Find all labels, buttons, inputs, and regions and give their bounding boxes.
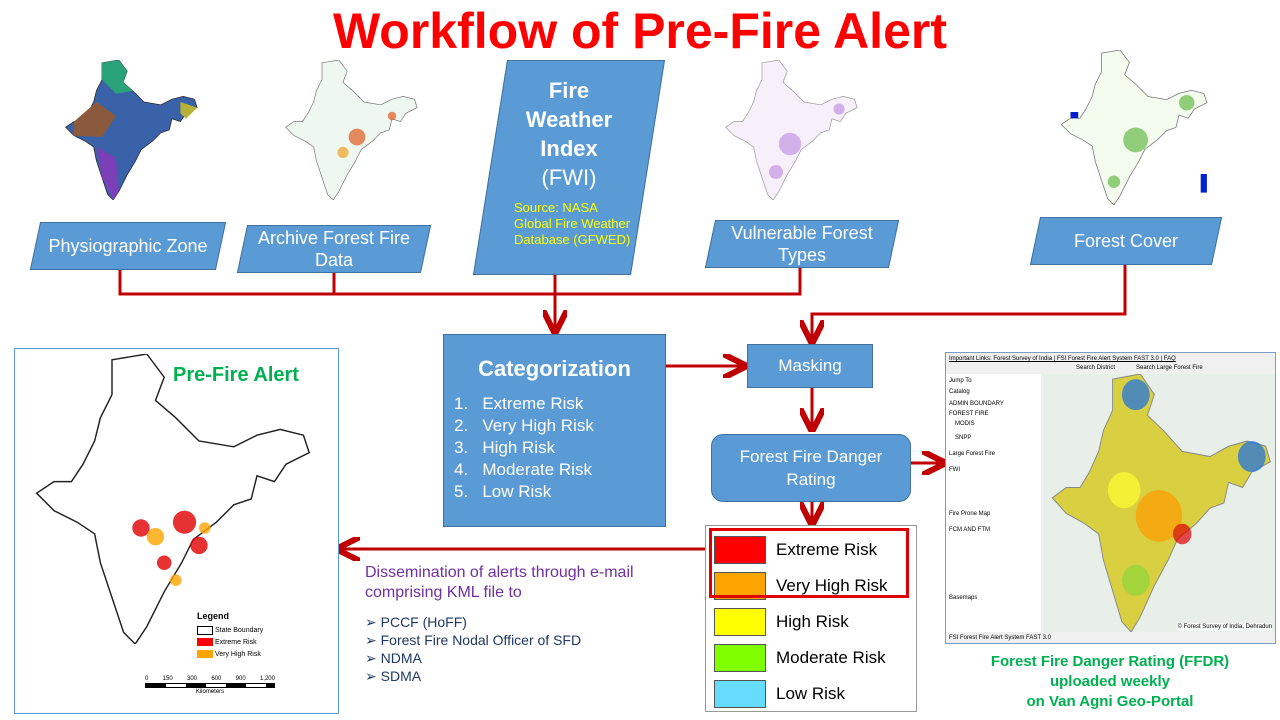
fwi-title: Fire [548, 78, 590, 103]
recipient-list: ➢ PCCF (HoFF) ➢ Forest Fire Nodal Office… [365, 613, 581, 685]
fwi-title: Weather [525, 107, 613, 132]
masking-box: Masking [747, 344, 873, 388]
layer-item[interactable]: FWI [949, 467, 960, 473]
scale-tick: 1,200 [259, 676, 275, 682]
recipient-item: ➢ SDMA [365, 668, 422, 684]
input-label: Archive Forest Fire Data [257, 228, 411, 270]
forest-cover-box: Forest Cover [1029, 217, 1223, 265]
legend-moderate: Moderate Risk [714, 644, 910, 672]
fwi-box: Fire Weather Index (FWI) Source: NASA Gl… [472, 60, 666, 275]
recipient-item: ➢ PCCF (HoFF) [365, 614, 467, 630]
portal-status: FSI Forest Fire Alert System FAST 3.0 [949, 635, 1051, 641]
recipient-label: PCCF (HoFF) [380, 614, 467, 630]
search-district-button[interactable]: Search District [1076, 365, 1116, 371]
layer-item[interactable]: Fire Prone Map [949, 511, 991, 517]
scale-tick: 0 [145, 676, 149, 682]
layer-item[interactable]: FCM AND FTM [949, 527, 990, 533]
physiographic-zone-box: Physiographic Zone [29, 222, 227, 270]
caption-line: uploaded weekly [1049, 673, 1171, 690]
recipient-item: ➢ Forest Fire Nodal Officer of SFD [365, 632, 582, 648]
legend-extreme: Extreme Risk [714, 536, 910, 564]
portal-copyright: © Forest Survey of India, Dehradun [1177, 623, 1272, 631]
legend-label: Very High Risk [214, 651, 261, 658]
archive-fire-data-box: Archive Forest Fire Data [236, 225, 432, 273]
fwi-source: Database (GFWED) [514, 232, 631, 247]
risk-legend: Extreme Risk Very High Risk High Risk Mo… [705, 525, 917, 712]
legend-label: Low Risk [776, 684, 845, 703]
layer-item[interactable]: FOREST FIRE [949, 411, 989, 417]
map-legend-item: State Boundary [197, 625, 263, 637]
prefire-alert-panel: Pre-Fire Alert Legend State Boundary Ext… [14, 348, 339, 714]
geoportal-screenshot: Important Links: Forest Survey of India … [945, 352, 1276, 644]
fwi-abbr: (FWI) [541, 165, 597, 190]
category-item: 2. Very High Risk [454, 416, 594, 435]
legend-low: Low Risk [714, 680, 910, 708]
legend-label: Extreme Risk [214, 639, 257, 646]
vulnerable-forest-map [724, 60, 858, 200]
archive-fire-map [284, 60, 418, 200]
recipient-label: Forest Fire Nodal Officer of SFD [380, 632, 582, 648]
legend-high: High Risk [714, 608, 910, 636]
category-item: 3. High Risk [454, 438, 556, 457]
recipient-item: ➢ NDMA [365, 650, 422, 666]
dissemination-text: comprising KML file to [365, 584, 522, 601]
recipient-label: NDMA [380, 650, 422, 666]
highlight-border [709, 528, 909, 598]
portal-map [1043, 374, 1275, 632]
category-item: 4. Moderate Risk [454, 460, 592, 479]
input-label: Vulnerable Forest Types [731, 223, 873, 265]
map-legend-title: Legend [197, 611, 230, 621]
fwi-title: Index [540, 136, 598, 161]
fwi-source: Source: NASA [514, 200, 598, 215]
caption-line: on Van Agni Geo-Portal [1026, 693, 1194, 710]
prefire-map [35, 354, 311, 644]
scale-unit: Kilometers [195, 689, 225, 695]
forest-cover-map [1060, 50, 1208, 205]
physiographic-zone-map [64, 60, 198, 200]
categorization-title: Categorization [478, 356, 631, 381]
category-item: 5. Low Risk [454, 482, 552, 501]
legend-label: Very High Risk [776, 576, 888, 595]
masking-label: Masking [778, 356, 842, 375]
map-legend-item: Extreme Risk [197, 637, 263, 649]
scale-tick: 150 [162, 676, 173, 682]
scale-tick: 300 [186, 676, 197, 682]
ffdr-box: Forest Fire Danger Rating [711, 434, 911, 502]
ffdr-label: Forest Fire Danger Rating [739, 447, 883, 489]
page-title: Workflow of Pre-Fire Alert [333, 3, 947, 59]
recipient-label: SDMA [380, 668, 422, 684]
portal-sidebar: Jump To Catalog ADMIN BOUNDARY FOREST FI… [946, 374, 1041, 632]
caption-line: Forest Fire Danger Rating (FFDR) [990, 653, 1230, 670]
legend-label: Extreme Risk [776, 540, 878, 559]
fwi-source: Global Fire Weather [514, 216, 631, 231]
layer-item[interactable]: MODIS [955, 421, 975, 427]
dissemination-text: Dissemination of alerts through e-mail [365, 564, 634, 581]
categorization-box: Categorization 1. Extreme Risk 2. Very H… [443, 334, 666, 527]
search-fire-button[interactable]: Search Large Forest Fire [1136, 365, 1203, 371]
input-label: Physiographic Zone [48, 236, 208, 256]
layer-item[interactable]: Large Forest Fire [949, 451, 996, 457]
scale-tick: 600 [211, 676, 222, 682]
map-legend-item: Very High Risk [197, 649, 263, 661]
legend-label: State Boundary [214, 627, 264, 634]
layer-item[interactable]: SNPP [955, 435, 972, 441]
portal-links: Important Links: Forest Survey of India … [949, 356, 1176, 362]
category-item: 1. Extreme Risk [454, 394, 584, 413]
scale-tick: 900 [235, 676, 246, 682]
input-label: Forest Cover [1073, 231, 1179, 251]
legend-label: High Risk [776, 612, 849, 631]
catalog-tab[interactable]: Catalog [949, 389, 970, 395]
legend-label: Moderate Risk [776, 648, 886, 667]
jump-to[interactable]: Jump To [949, 378, 972, 384]
prefire-title: Pre-Fire Alert [173, 364, 299, 386]
layer-item[interactable]: Basemaps [949, 595, 978, 601]
scale-bar: 0 150 300 600 900 1,200 Kilometers [145, 675, 275, 696]
ffdr-caption: Forest Fire Danger Rating (FFDR) uploade… [945, 652, 1275, 712]
vulnerable-forest-box: Vulnerable Forest Types [704, 220, 900, 268]
layer-item[interactable]: ADMIN BOUNDARY [949, 401, 1004, 407]
